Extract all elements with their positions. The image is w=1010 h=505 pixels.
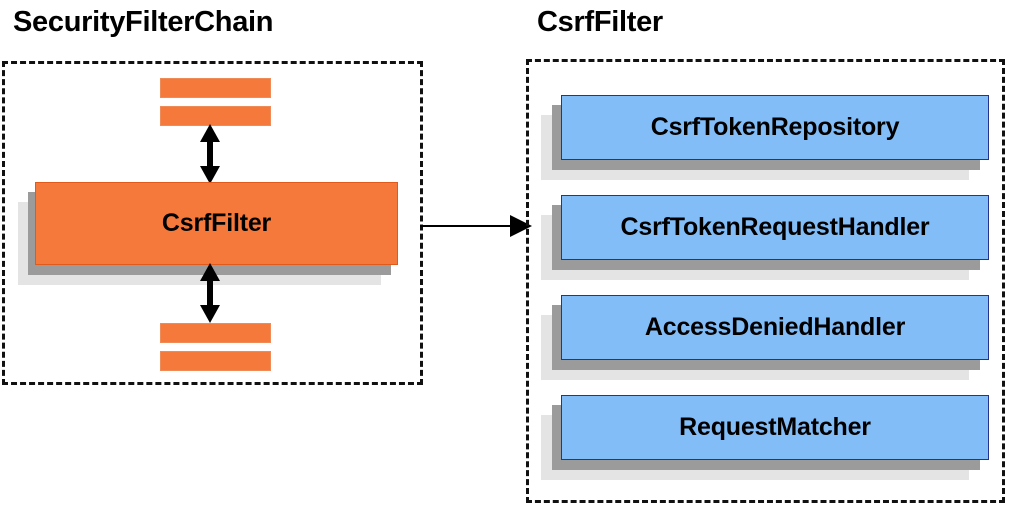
expand-to-detail-arrow xyxy=(420,215,532,237)
collaborator-face[interactable]: AccessDeniedHandler xyxy=(561,295,989,360)
collaborator-csrf-token-repository[interactable]: CsrfTokenRepository xyxy=(541,95,993,180)
chain-link-below-arrow xyxy=(200,263,220,323)
filter-bar-upper-1 xyxy=(160,78,271,98)
chain-link-above-arrow xyxy=(200,124,220,184)
collaborator-label: CsrfTokenRequestHandler xyxy=(620,213,930,241)
collaborator-label: RequestMatcher xyxy=(679,413,871,441)
collaborator-face[interactable]: CsrfTokenRequestHandler xyxy=(561,195,989,260)
filter-bar-lower-2 xyxy=(160,351,271,371)
csrf-filter-label: CsrfFilter xyxy=(161,209,272,237)
collaborator-label: CsrfTokenRepository xyxy=(650,113,900,141)
collaborator-label: AccessDeniedHandler xyxy=(644,313,906,341)
security-filter-chain-container xyxy=(2,61,423,385)
filter-bar-upper-2 xyxy=(160,106,271,126)
collaborator-request-matcher[interactable]: RequestMatcher xyxy=(541,395,993,480)
page-title-csrf-filter: CsrfFilter xyxy=(537,6,663,38)
collaborator-face[interactable]: RequestMatcher xyxy=(561,395,989,460)
collaborator-csrf-token-request-handler[interactable]: CsrfTokenRequestHandler xyxy=(541,195,993,280)
filter-bar-lower-1 xyxy=(160,323,271,343)
csrf-filter-face[interactable]: CsrfFilter xyxy=(35,182,398,265)
page-title-security-filter-chain: SecurityFilterChain xyxy=(13,6,274,38)
collaborator-face[interactable]: CsrfTokenRepository xyxy=(561,95,989,160)
collaborator-access-denied-handler[interactable]: AccessDeniedHandler xyxy=(541,295,993,380)
csrf-filter-block[interactable]: CsrfFilter xyxy=(18,182,399,285)
csrf-filter-detail-container xyxy=(526,59,1005,503)
